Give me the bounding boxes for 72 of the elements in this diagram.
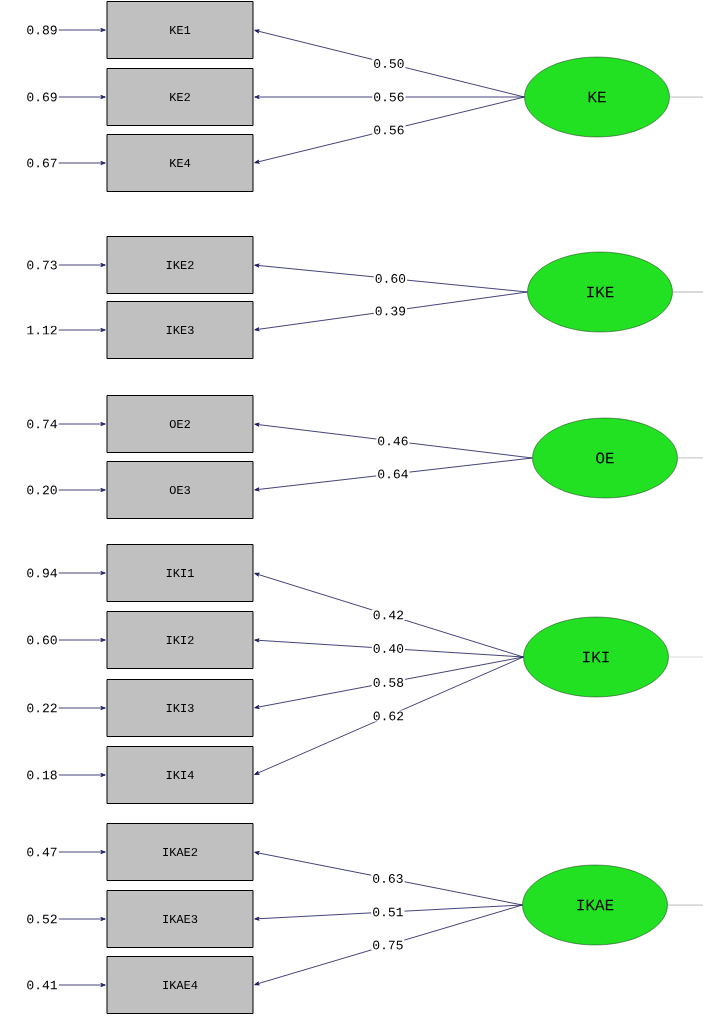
arrow [254, 656, 524, 775]
variable-box: IKAE2 [106, 823, 254, 881]
line [667, 904, 703, 906]
arrow [58, 638, 106, 642]
arrow [254, 904, 523, 986]
edge-label: 0.56 [372, 124, 406, 136]
error-value: 0.73 [27, 260, 57, 270]
error-value: 0.94 [27, 568, 57, 578]
error-value: 0.20 [27, 485, 57, 495]
line [672, 291, 703, 293]
arrow [254, 638, 524, 658]
arrow [254, 457, 533, 492]
variable-box: OE3 [106, 461, 254, 519]
arrow [254, 263, 528, 293]
arrow [254, 572, 524, 658]
error-value: 0.18 [27, 770, 57, 780]
error-value: 0.60 [27, 635, 57, 645]
variable-box: IKE2 [106, 236, 254, 294]
arrow [254, 422, 533, 459]
variable-box: KE2 [106, 68, 254, 126]
edge-label: 0.75 [371, 939, 405, 951]
arrow [58, 917, 106, 921]
arrow [254, 904, 523, 921]
variable-box: KE4 [106, 134, 254, 192]
arrow [58, 28, 106, 32]
edge-label: 0.39 [373, 305, 407, 317]
variable-box: IKI1 [106, 544, 254, 602]
edge-label: 0.51 [371, 906, 405, 918]
arrow [58, 983, 106, 987]
arrow [58, 95, 106, 100]
arrow [58, 773, 106, 777]
variable-box: IKI2 [106, 611, 254, 669]
line [677, 457, 703, 459]
variable-box: IKE3 [106, 301, 254, 359]
error-value: 0.74 [27, 419, 57, 429]
error-value: 0.67 [27, 158, 57, 168]
error-value: 0.69 [27, 92, 57, 102]
edge-label: 0.46 [376, 435, 410, 447]
edge-label: 0.60 [373, 273, 407, 284]
arrow [254, 96, 525, 164]
edge-label: 0.42 [371, 609, 405, 621]
variable-box: OE2 [106, 395, 254, 453]
variable-box: IKI3 [106, 679, 254, 737]
edge-label: 0.56 [372, 91, 406, 103]
arrow [58, 488, 106, 492]
error-value: 0.41 [27, 980, 57, 990]
arrow [254, 656, 524, 709]
edge-label: 0.50 [372, 58, 406, 69]
arrow [58, 571, 106, 575]
variable-box: IKAE3 [106, 890, 254, 948]
edge-label: 0.63 [371, 873, 405, 884]
edge-label: 0.64 [376, 468, 410, 480]
edge-label: 0.40 [371, 643, 405, 654]
edge-label: 0.58 [371, 677, 405, 688]
error-value: 0.22 [27, 703, 57, 713]
arrow [58, 706, 106, 710]
variable-box: KE1 [106, 1, 254, 59]
line [669, 96, 703, 98]
arrow [58, 850, 106, 854]
arrow [58, 263, 106, 267]
arrow [254, 291, 528, 332]
edge-label: 0.62 [371, 710, 405, 722]
error-value: 0.89 [27, 25, 57, 35]
variable-box: IKAE4 [106, 956, 254, 1014]
arrow [254, 95, 525, 100]
error-value: 1.12 [27, 325, 57, 335]
error-value: 0.52 [27, 914, 57, 924]
error-value: 0.47 [27, 847, 57, 857]
arrow [58, 328, 106, 332]
variable-box: IKI4 [106, 746, 254, 804]
arrow [58, 422, 106, 426]
arrow [58, 161, 106, 165]
